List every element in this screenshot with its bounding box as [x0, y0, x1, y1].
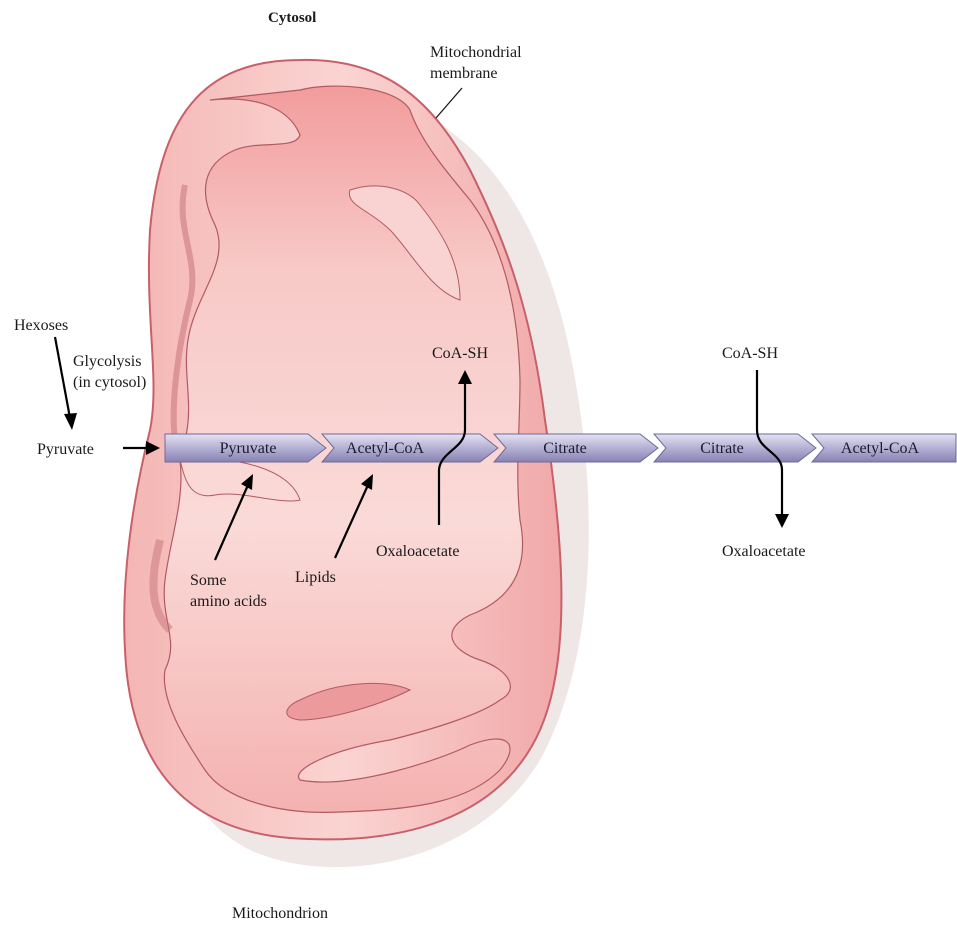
- coash-label-right: CoA-SH: [722, 345, 778, 362]
- glycolysis-label-line2: (in cytosol): [73, 374, 146, 391]
- segment-label-citrate: Citrate: [543, 440, 587, 457]
- amino-acids-label-line2: amino acids: [190, 593, 267, 610]
- glycolysis-label-line1: Glycolysis: [73, 353, 141, 370]
- segment-label-acetyl-coa-cytosol: Acetyl-CoA: [841, 440, 920, 457]
- arrow-hexoses-to-pyruvate: [55, 337, 70, 418]
- arrowhead: [775, 514, 789, 528]
- segment-label-acetyl-coa: Acetyl-CoA: [346, 440, 425, 457]
- oxaloacetate-label-right: Oxaloacetate: [722, 543, 806, 560]
- segment-label-citrate-cytosol: Citrate: [700, 440, 744, 457]
- membrane-leader-line: [436, 88, 462, 118]
- lipids-label: Lipids: [295, 569, 336, 586]
- oxaloacetate-label-left: Oxaloacetate: [376, 543, 460, 560]
- segment-label-pyruvate: Pyruvate: [220, 440, 277, 457]
- amino-acids-label-line1: Some: [190, 572, 226, 589]
- pyruvate-cytosol-label: Pyruvate: [37, 441, 94, 458]
- membrane-label-line1: Mitochondrial: [430, 44, 522, 61]
- mitochondrion-label: Mitochondrion: [232, 905, 328, 922]
- arrowhead: [64, 413, 77, 430]
- cytosol-label: Cytosol: [268, 10, 316, 26]
- hexoses-label: Hexoses: [14, 317, 68, 334]
- membrane-label-line2: membrane: [430, 65, 498, 82]
- coash-label-left: CoA-SH: [432, 345, 488, 362]
